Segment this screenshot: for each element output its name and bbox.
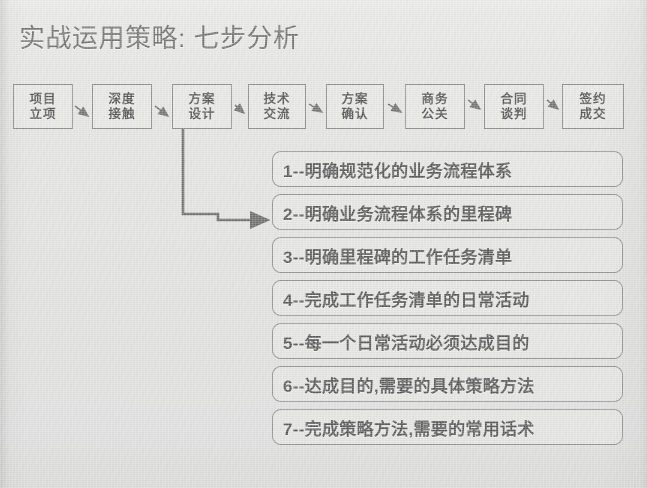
flow-arrow-2-3 [154, 105, 170, 117]
process-flow: 项目 立项 深度 接触 方案 设计 技术 交流 方案 确认 商务 公关 合同 谈… [0, 0, 647, 140]
flow-arrow-5-6 [387, 102, 403, 113]
flow-step-6[interactable]: 商务 公关 [405, 84, 465, 129]
checklist-item-7[interactable]: 7--完成策略方法,需要的常用话术 [272, 409, 623, 445]
checklist-item-3[interactable]: 3--明确里程碑的工作任务清单 [272, 237, 623, 273]
checklist-item-1-label: 1--明确规范化的业务流程体系 [283, 161, 513, 181]
flow-step-6-line2: 公关 [421, 106, 449, 121]
checklist-item-3-label: 3--明确里程碑的工作任务清单 [283, 247, 513, 267]
checklist: 1--明确规范化的业务流程体系 2--明确业务流程体系的里程碑 3--明确里程碑… [272, 151, 623, 452]
flow-step-5-line1: 方案 [341, 91, 369, 106]
branch-arrow-head [216, 210, 271, 230]
flow-step-1-line1: 项目 [29, 91, 57, 106]
flow-arrow-7-8 [546, 99, 560, 111]
flow-step-1[interactable]: 项目 立项 [13, 84, 73, 129]
branch-connector [181, 129, 271, 230]
flow-step-7-line1: 合同 [500, 91, 528, 106]
flow-arrow-6-7 [467, 99, 482, 110]
checklist-item-6[interactable]: 6--达成目的,需要的具体策略方法 [272, 366, 623, 402]
flow-step-8[interactable]: 签约 成交 [562, 84, 624, 129]
flow-step-4[interactable]: 技术 交流 [248, 84, 306, 129]
flow-step-8-line1: 签约 [579, 91, 607, 106]
flow-step-8-line2: 成交 [579, 106, 607, 121]
flow-step-3-line2: 设计 [188, 106, 216, 121]
checklist-item-5-label: 5--每一个日常活动必须达成目的 [283, 333, 530, 353]
checklist-item-7-label: 7--完成策略方法,需要的常用话术 [283, 419, 535, 439]
flow-arrow-3-4 [233, 103, 246, 115]
checklist-item-5[interactable]: 5--每一个日常活动必须达成目的 [272, 323, 623, 359]
flow-connectors [74, 99, 560, 117]
flow-step-2[interactable]: 深度 接触 [92, 84, 152, 129]
checklist-item-2-label: 2--明确业务流程体系的里程碑 [283, 204, 513, 224]
flow-step-2-line1: 深度 [108, 91, 136, 106]
flow-step-3[interactable]: 方案 设计 [172, 84, 232, 129]
flow-step-7[interactable]: 合同 谈判 [484, 84, 544, 129]
flow-step-5-line2: 确认 [341, 106, 369, 121]
page-title: 实战运用策略: 七步分析 [19, 23, 300, 53]
flow-step-3-line1: 方案 [188, 91, 216, 106]
flow-arrow-4-5 [308, 102, 324, 113]
checklist-item-4-label: 4--完成工作任务清单的日常活动 [283, 290, 530, 310]
flow-step-5[interactable]: 方案 确认 [326, 84, 384, 129]
branch-elbow-path [181, 129, 220, 220]
checklist-item-4[interactable]: 4--完成工作任务清单的日常活动 [272, 280, 623, 316]
checklist-item-6-label: 6--达成目的,需要的具体策略方法 [283, 376, 535, 396]
flow-step-7-line2: 谈判 [500, 106, 528, 121]
flow-step-2-line2: 接触 [108, 106, 136, 121]
flow-step-6-line1: 商务 [421, 91, 449, 106]
checklist-item-2[interactable]: 2--明确业务流程体系的里程碑 [272, 194, 623, 230]
flow-arrow-1-2 [74, 105, 90, 117]
checklist-item-1[interactable]: 1--明确规范化的业务流程体系 [272, 151, 623, 187]
flow-step-4-line1: 技术 [263, 91, 291, 106]
flow-step-1-line2: 立项 [29, 106, 57, 121]
flow-step-4-line2: 交流 [263, 106, 291, 121]
